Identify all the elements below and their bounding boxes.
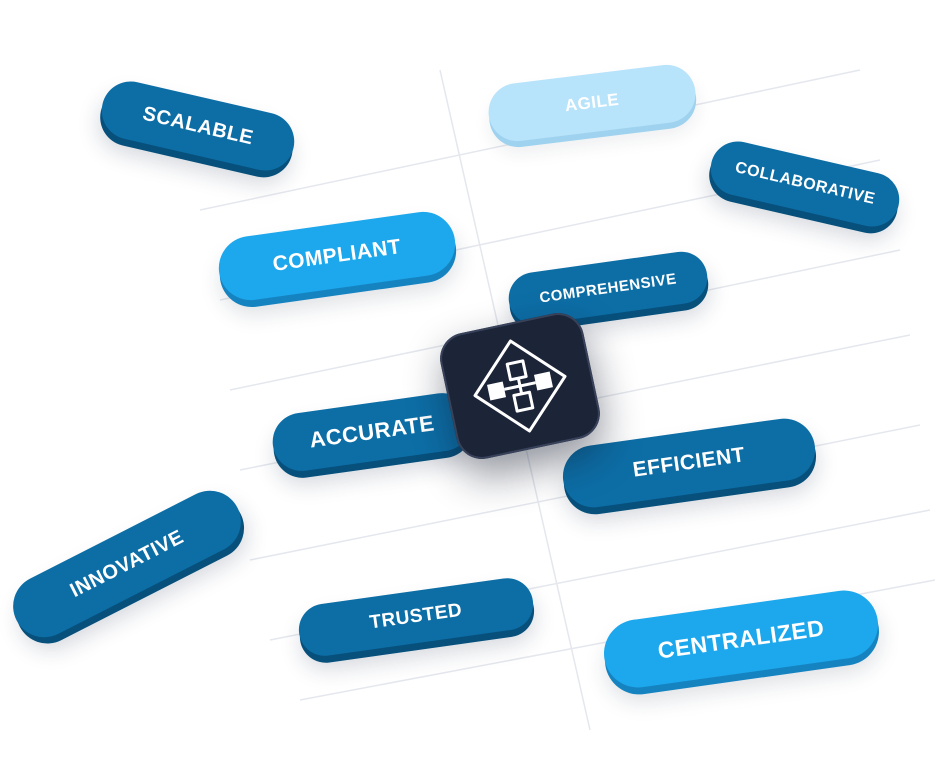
tag-scalable-label: SCALABLE (140, 102, 256, 149)
tag-efficient-label: EFFICIENT (631, 443, 747, 482)
tag-comprehensive-label: COMPREHENSIVE (538, 269, 678, 307)
workflow-logo (435, 308, 605, 464)
tag-accurate-label: ACCURATE (307, 410, 436, 453)
tag-centralized-label: CENTRALIZED (656, 613, 826, 664)
tag-compliant-label: COMPLIANT (271, 235, 403, 276)
workflow-diamond-icon (473, 339, 567, 433)
tag-trusted-label: TRUSTED (368, 599, 464, 634)
tag-agile-label: AGILE (563, 89, 621, 116)
